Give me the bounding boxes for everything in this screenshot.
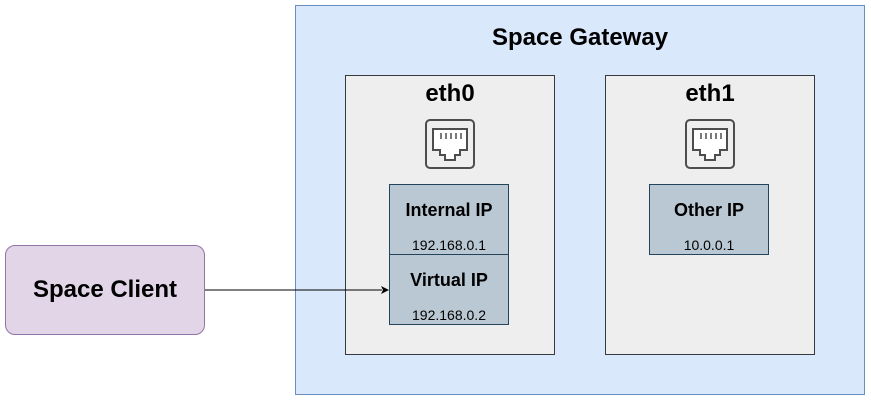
eth1-title: eth1 xyxy=(685,80,735,107)
other-ip-label: Other IP xyxy=(673,200,744,220)
virtual-ip-box: Virtual IP 192.168.0.2 xyxy=(389,254,509,325)
ethernet-port-icon xyxy=(425,119,475,169)
gateway-title: Space Gateway xyxy=(491,24,669,51)
internal-ip-box: Internal IP 192.168.0.1 xyxy=(389,184,509,255)
ethernet-port-icon xyxy=(685,119,735,169)
other-ip-address: 10.0.0.1 xyxy=(683,237,735,253)
internal-ip-address: 192.168.0.1 xyxy=(412,237,486,253)
virtual-ip-label: Virtual IP xyxy=(410,270,488,290)
eth0-title: eth0 xyxy=(425,80,475,107)
virtual-ip-address: 192.168.0.2 xyxy=(412,307,486,323)
client-label: Space Client xyxy=(32,276,178,303)
other-ip-box: Other IP 10.0.0.1 xyxy=(649,184,769,255)
internal-ip-label: Internal IP xyxy=(405,200,493,220)
space-client-node: Space Client xyxy=(5,245,205,335)
